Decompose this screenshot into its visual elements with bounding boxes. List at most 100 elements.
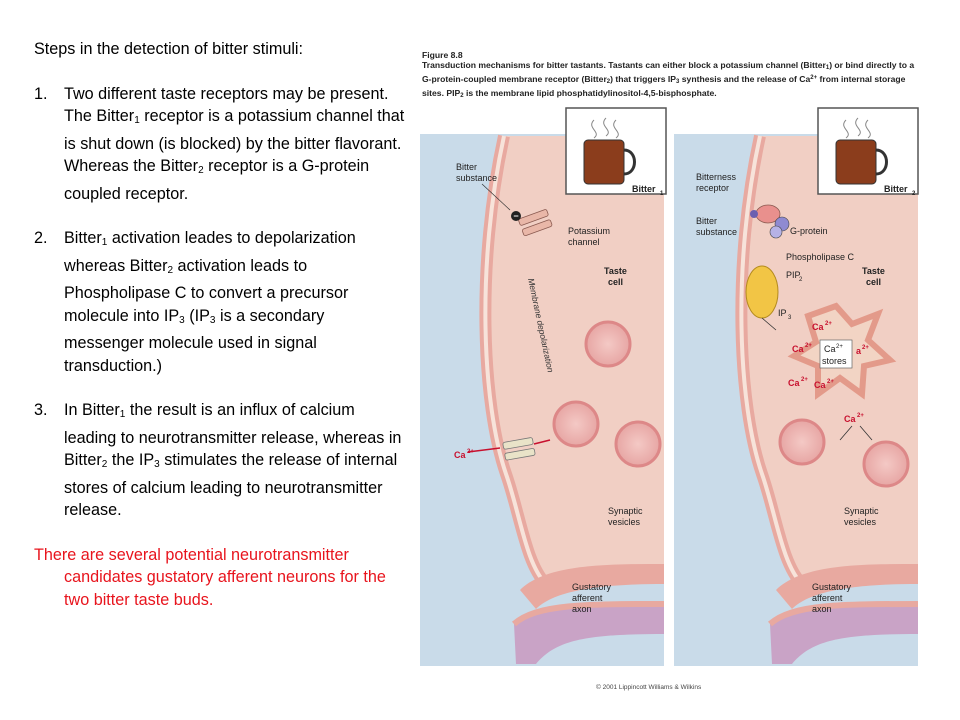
superscript: 2+ — [862, 345, 869, 351]
step-text: receptor is a G-protein coupled receptor… — [64, 157, 370, 203]
subscript: 1 — [660, 191, 664, 197]
gustatory-axon — [514, 604, 664, 664]
label-gustatory-axon: axon — [812, 604, 832, 614]
label-gustatory-axon: Gustatory — [572, 582, 612, 592]
subscript: 1 — [101, 237, 108, 248]
caption-text: is the membrane lipid phosphatidylinosit… — [463, 87, 717, 98]
label-calcium-ion: Ca — [844, 414, 856, 424]
caption-text: Transduction mechanisms for bitter tasta… — [422, 60, 826, 71]
label-ca-stores: stores — [822, 356, 847, 366]
label-synaptic-vesicles: Synaptic — [844, 506, 879, 516]
label-synaptic-vesicles: Synaptic — [608, 506, 643, 516]
label-calcium-ion: Ca — [454, 450, 466, 460]
label-bitter-substance: substance — [696, 227, 737, 237]
label-bitter-substance: substance — [456, 173, 497, 183]
potassium-channel — [518, 209, 553, 237]
step-2: 2. Bitter1 activation leades to depolariz… — [34, 227, 406, 377]
synaptic-membrane — [520, 564, 664, 609]
subscript: 3 — [154, 459, 160, 470]
superscript: 2+ — [836, 344, 843, 350]
gustatory-axon — [770, 604, 918, 664]
coffee-cup-2: Bitter 2 — [817, 107, 919, 197]
ca-stores-box — [819, 339, 853, 369]
label-calcium-ion: a — [856, 346, 862, 356]
subscript: 3 — [179, 314, 185, 326]
subscript: 1 — [134, 115, 140, 126]
label-ip3: IP — [778, 308, 787, 318]
synaptic-membrane — [776, 564, 918, 609]
label-phospholipase-c: Phospholipase C — [786, 252, 855, 262]
label-bitterness-receptor: receptor — [696, 183, 729, 193]
subscript: 2 — [101, 459, 108, 470]
caption-text: ) that triggers IP — [610, 74, 677, 85]
arrow — [839, 425, 853, 441]
step-1: 1.Two different taste receptors may be p… — [34, 83, 406, 206]
label-bitter-substance: Bitter — [696, 216, 717, 226]
gprotein-subunit-icon — [769, 225, 783, 239]
copyright-notice: © 2001 Lippincott Williams & Wilkins — [596, 684, 702, 691]
subscript: 2 — [460, 92, 464, 99]
taste-cell-body — [485, 136, 664, 584]
lecture-notes: Steps in the detection of bitter stimuli… — [34, 38, 406, 611]
leader-line — [481, 183, 511, 211]
step-text: receptor is a potassium channel that is … — [64, 107, 405, 175]
label-calcium-ion: Ca — [792, 344, 804, 354]
step-text: activation leads to Phospholipase C to c… — [64, 256, 349, 325]
superscript: 2+ — [801, 377, 808, 383]
step-text: the result is an influx of calcium leadi… — [64, 401, 402, 469]
caption-text: synthesis and the release of Ca — [679, 74, 811, 85]
calcium-influx-arrow — [467, 447, 501, 453]
label-synaptic-vesicles: vesicles — [844, 517, 877, 527]
step-text: Bitter — [64, 229, 102, 247]
label-taste-cell: cell — [608, 277, 623, 287]
subscript: 2 — [167, 264, 174, 276]
subscript: 3 — [209, 314, 216, 326]
notes-heading: Steps in the detection of bitter stimuli… — [34, 40, 304, 58]
superscript: 2+ — [467, 449, 474, 455]
phospholipase-c-icon — [745, 265, 779, 319]
caption-text: from internal storage sites. PIP — [422, 74, 906, 98]
label-taste-cell: cell — [866, 277, 881, 287]
step-text: is a secondary messenger molecule used i… — [64, 306, 325, 375]
axon-membrane — [511, 601, 665, 627]
step-number: 3. — [34, 401, 48, 419]
label-calcium-ion: Ca — [788, 378, 800, 388]
bitter-blocker-icon — [511, 211, 521, 221]
label-synaptic-vesicles: vesicles — [608, 517, 641, 527]
label-taste-cell: Taste — [604, 266, 627, 276]
superscript: 2+ — [825, 321, 832, 327]
figure-title: Figure 8.8 — [422, 50, 463, 60]
bitter-substance-icon — [750, 210, 758, 218]
label-taste-cell: Taste — [862, 266, 885, 276]
cell-membrane-inner — [483, 135, 548, 586]
label-ca-stores: Ca — [824, 344, 836, 354]
synaptic-vesicle — [552, 400, 600, 448]
label-potassium-channel: Potassium — [568, 226, 610, 236]
label-gustatory-axon: afferent — [572, 593, 603, 603]
subscript: 2 — [198, 165, 204, 176]
label-calcium-ion: Ca — [814, 380, 826, 390]
subscript: 1 — [119, 409, 126, 420]
label-calcium-ion: Ca — [812, 322, 824, 332]
bitter2-panel: Bitter 2 Bitterness receptor G-protein B… — [674, 107, 919, 666]
cell-membrane-inner — [739, 135, 804, 586]
superscript: 2+ — [857, 413, 864, 419]
step-text: Two different taste receptors may be pre… — [64, 84, 389, 126]
synaptic-vesicle — [614, 420, 662, 468]
arrow — [859, 425, 873, 441]
step-text: activation leades to depolarization wher… — [64, 229, 356, 275]
calcium-influx-arrow — [533, 439, 551, 445]
step-text: (IP — [184, 306, 210, 325]
cup-label: Bitter — [632, 184, 656, 194]
synaptic-vesicle — [584, 320, 632, 368]
diagram-svg: − Bitter 1 Bitter substance — [420, 107, 919, 666]
superscript: 2+ — [827, 379, 834, 385]
synaptic-vesicle — [862, 440, 910, 488]
subscript: 2 — [606, 79, 611, 86]
superscript: 2+ — [805, 343, 812, 349]
cup-label: Bitter — [884, 184, 908, 194]
step-number: 2. — [34, 229, 48, 247]
axon-membrane — [767, 601, 919, 627]
conclusion-text: There are several potential neurotransmi… — [34, 545, 386, 609]
minus-sign: − — [513, 211, 518, 221]
